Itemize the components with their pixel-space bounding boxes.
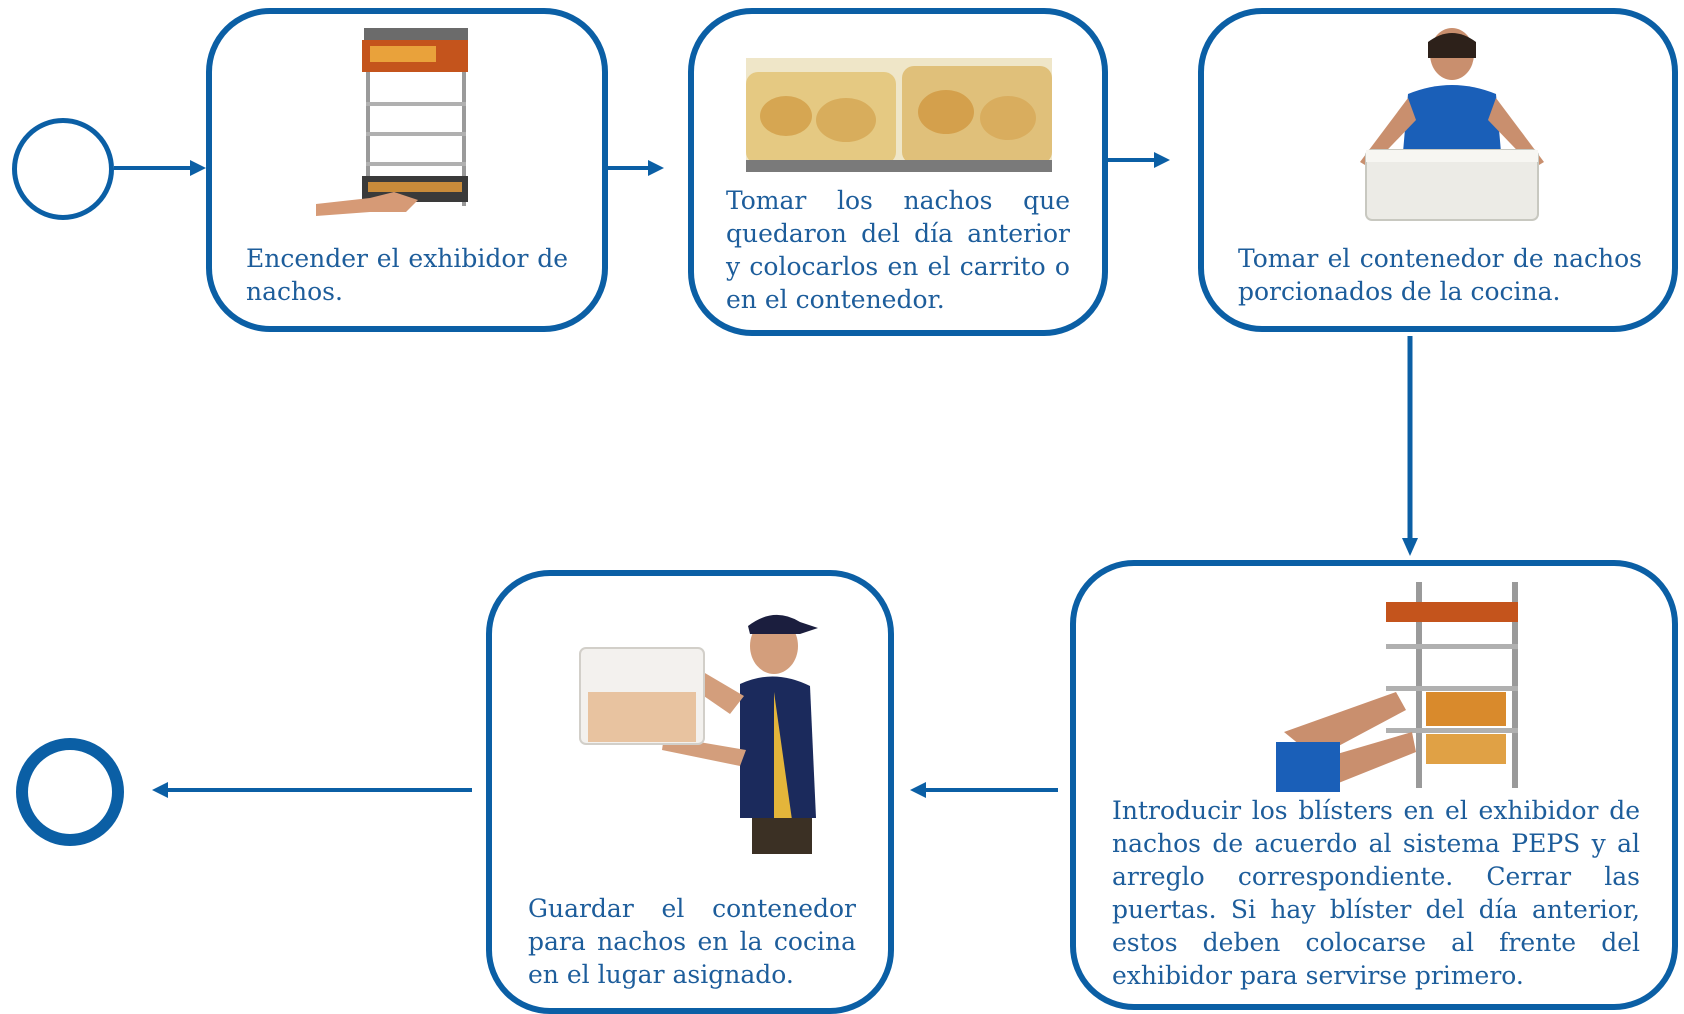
end-event bbox=[16, 738, 124, 846]
employee-carrying-container-photo bbox=[579, 614, 818, 854]
process-step-5 bbox=[486, 570, 894, 1014]
nacho-warmer-display-photo bbox=[316, 28, 468, 216]
step-2-text: Tomar los nachos que quedaron del día an… bbox=[726, 186, 1070, 314]
step-4-text: Introducir los blísters en el exhibidor … bbox=[1112, 796, 1640, 990]
step-1-text: Encender el exhibidor de nachos. bbox=[246, 244, 568, 306]
flow-arrow-step-1-to-step-2 bbox=[608, 160, 664, 176]
step-3-text: Tomar el contenedor de nachos porcionado… bbox=[1238, 244, 1642, 306]
employee-holding-container-photo bbox=[1360, 28, 1544, 221]
loading-blisters-photo bbox=[1276, 582, 1518, 792]
step-5-text: Guardar el contenedor para nachos en la … bbox=[528, 894, 856, 989]
start-event bbox=[12, 118, 114, 220]
flow-arrow-step-5-to-end bbox=[152, 782, 472, 798]
bagged-nachos-photo bbox=[746, 58, 1052, 172]
process-step-4 bbox=[1070, 560, 1678, 1010]
flow-arrow-start-to-step-1 bbox=[114, 160, 206, 176]
flow-arrow-step-3-to-step-4 bbox=[1402, 336, 1418, 556]
flow-arrow-step-2-to-step-3 bbox=[1108, 152, 1170, 168]
flow-arrow-step-4-to-step-5 bbox=[910, 782, 1058, 798]
